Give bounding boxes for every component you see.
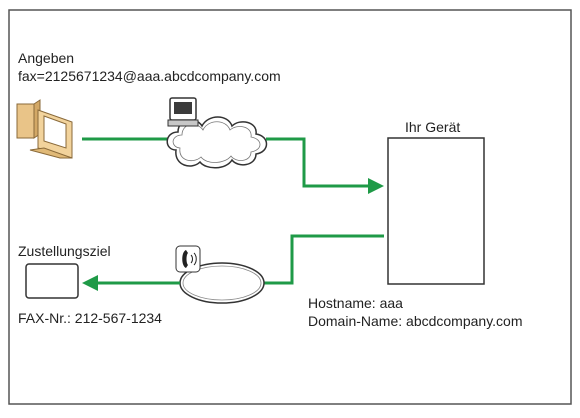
recipient-fax-number: FAX-Nr.: 212-567-1234 (18, 310, 162, 326)
sender-fax-address: fax=2125671234@aaa.abcdcompany.com (18, 68, 281, 84)
outgoing-route-line (264, 234, 384, 285)
incoming-arrowhead (368, 178, 384, 194)
sender-heading: Angeben (18, 50, 75, 66)
device-label: Ihr Gerät (405, 119, 461, 135)
cloud-icon (166, 116, 268, 169)
device-hostname: Hostname: aaa (308, 295, 403, 311)
device-domain: Domain-Name: abcdcompany.com (308, 313, 523, 329)
device-box (387, 137, 485, 285)
computer-icon (16, 99, 73, 159)
telephone-icon (175, 245, 201, 273)
incoming-route-line (266, 137, 370, 188)
delivery-arrowhead (82, 275, 98, 291)
recipient-heading: Zustellungsziel (18, 243, 111, 259)
mail-terminal-icon (167, 97, 199, 127)
fax-machine-icon (25, 263, 79, 299)
